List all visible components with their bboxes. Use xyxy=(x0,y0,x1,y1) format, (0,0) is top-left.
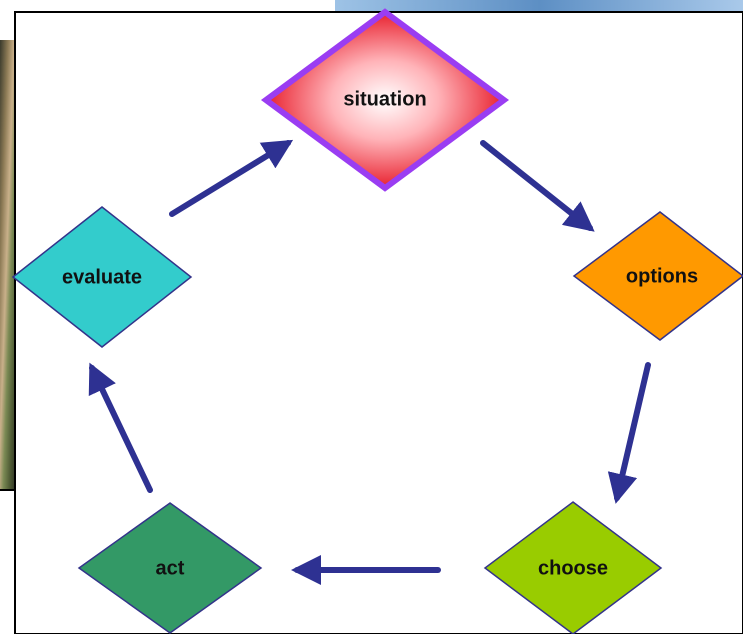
evaluate-label: evaluate xyxy=(62,266,142,288)
act-label: act xyxy=(156,557,185,579)
options-diamond xyxy=(572,211,743,341)
node-evaluate: evaluate xyxy=(11,206,193,348)
node-options: options xyxy=(572,211,743,341)
arrow-situation-to-options xyxy=(480,140,595,232)
cycle-arrows xyxy=(88,139,651,585)
node-act: act xyxy=(77,502,263,634)
blue-photo xyxy=(335,0,743,14)
arrow-evaluate-to-situation xyxy=(169,139,294,217)
options-label: options xyxy=(626,265,698,287)
node-choose: choose xyxy=(483,501,663,634)
situation-diamond xyxy=(260,8,510,192)
choose-label: choose xyxy=(538,557,608,579)
arrow-act-to-evaluate xyxy=(88,362,153,493)
node-situation: situation xyxy=(260,8,510,192)
arrow-options-to-choose xyxy=(607,362,651,504)
evaluate-diamond xyxy=(11,206,193,348)
choose-diamond xyxy=(483,501,663,634)
act-diamond xyxy=(77,502,263,634)
money-photo xyxy=(0,40,16,490)
situation-label: situation xyxy=(343,88,426,110)
